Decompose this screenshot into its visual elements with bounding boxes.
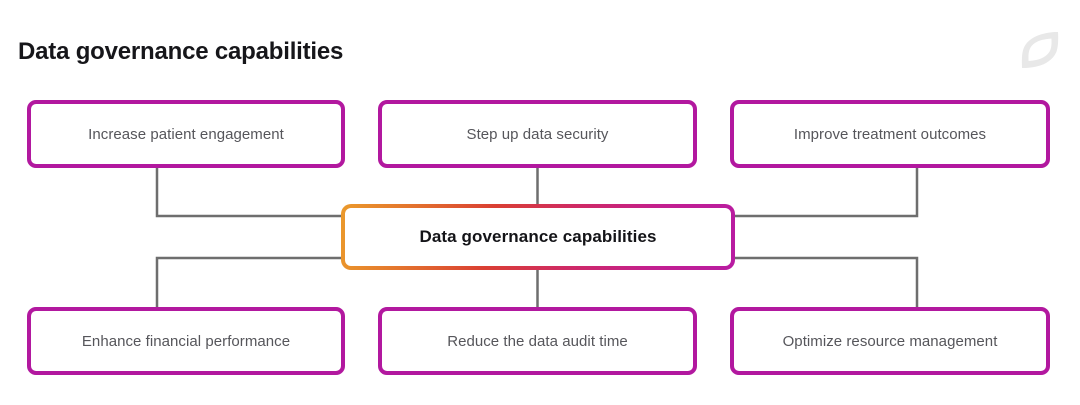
node-label: Optimize resource management (782, 332, 998, 350)
node-label: Step up data security (466, 125, 609, 143)
connector-bottom-left (155, 256, 341, 307)
connector-bottom-right (735, 256, 919, 307)
node-label: Enhance financial performance (81, 332, 291, 350)
center-node-label: Data governance capabilities (419, 227, 657, 246)
node-increase-patient-engagement[interactable]: Increase patient engagement (27, 100, 345, 168)
connector-top-right (735, 168, 919, 218)
connector-top-left (155, 168, 341, 218)
node-optimize-resource-management[interactable]: Optimize resource management (730, 307, 1050, 375)
node-reduce-the-data-audit-time[interactable]: Reduce the data audit time (378, 307, 697, 375)
node-improve-treatment-outcomes[interactable]: Improve treatment outcomes (730, 100, 1050, 168)
node-enhance-financial-performance[interactable]: Enhance financial performance (27, 307, 345, 375)
node-step-up-data-security[interactable]: Step up data security (378, 100, 697, 168)
center-node-inner: Data governance capabilities (345, 208, 731, 266)
page-title: Data governance capabilities (18, 38, 344, 65)
leaf-logo-watermark (1021, 31, 1059, 69)
node-label: Reduce the data audit time (447, 332, 628, 350)
center-node-data-governance-capabilities[interactable]: Data governance capabilities (341, 204, 735, 270)
node-label: Improve treatment outcomes (793, 125, 987, 143)
node-label: Increase patient engagement (88, 125, 284, 143)
